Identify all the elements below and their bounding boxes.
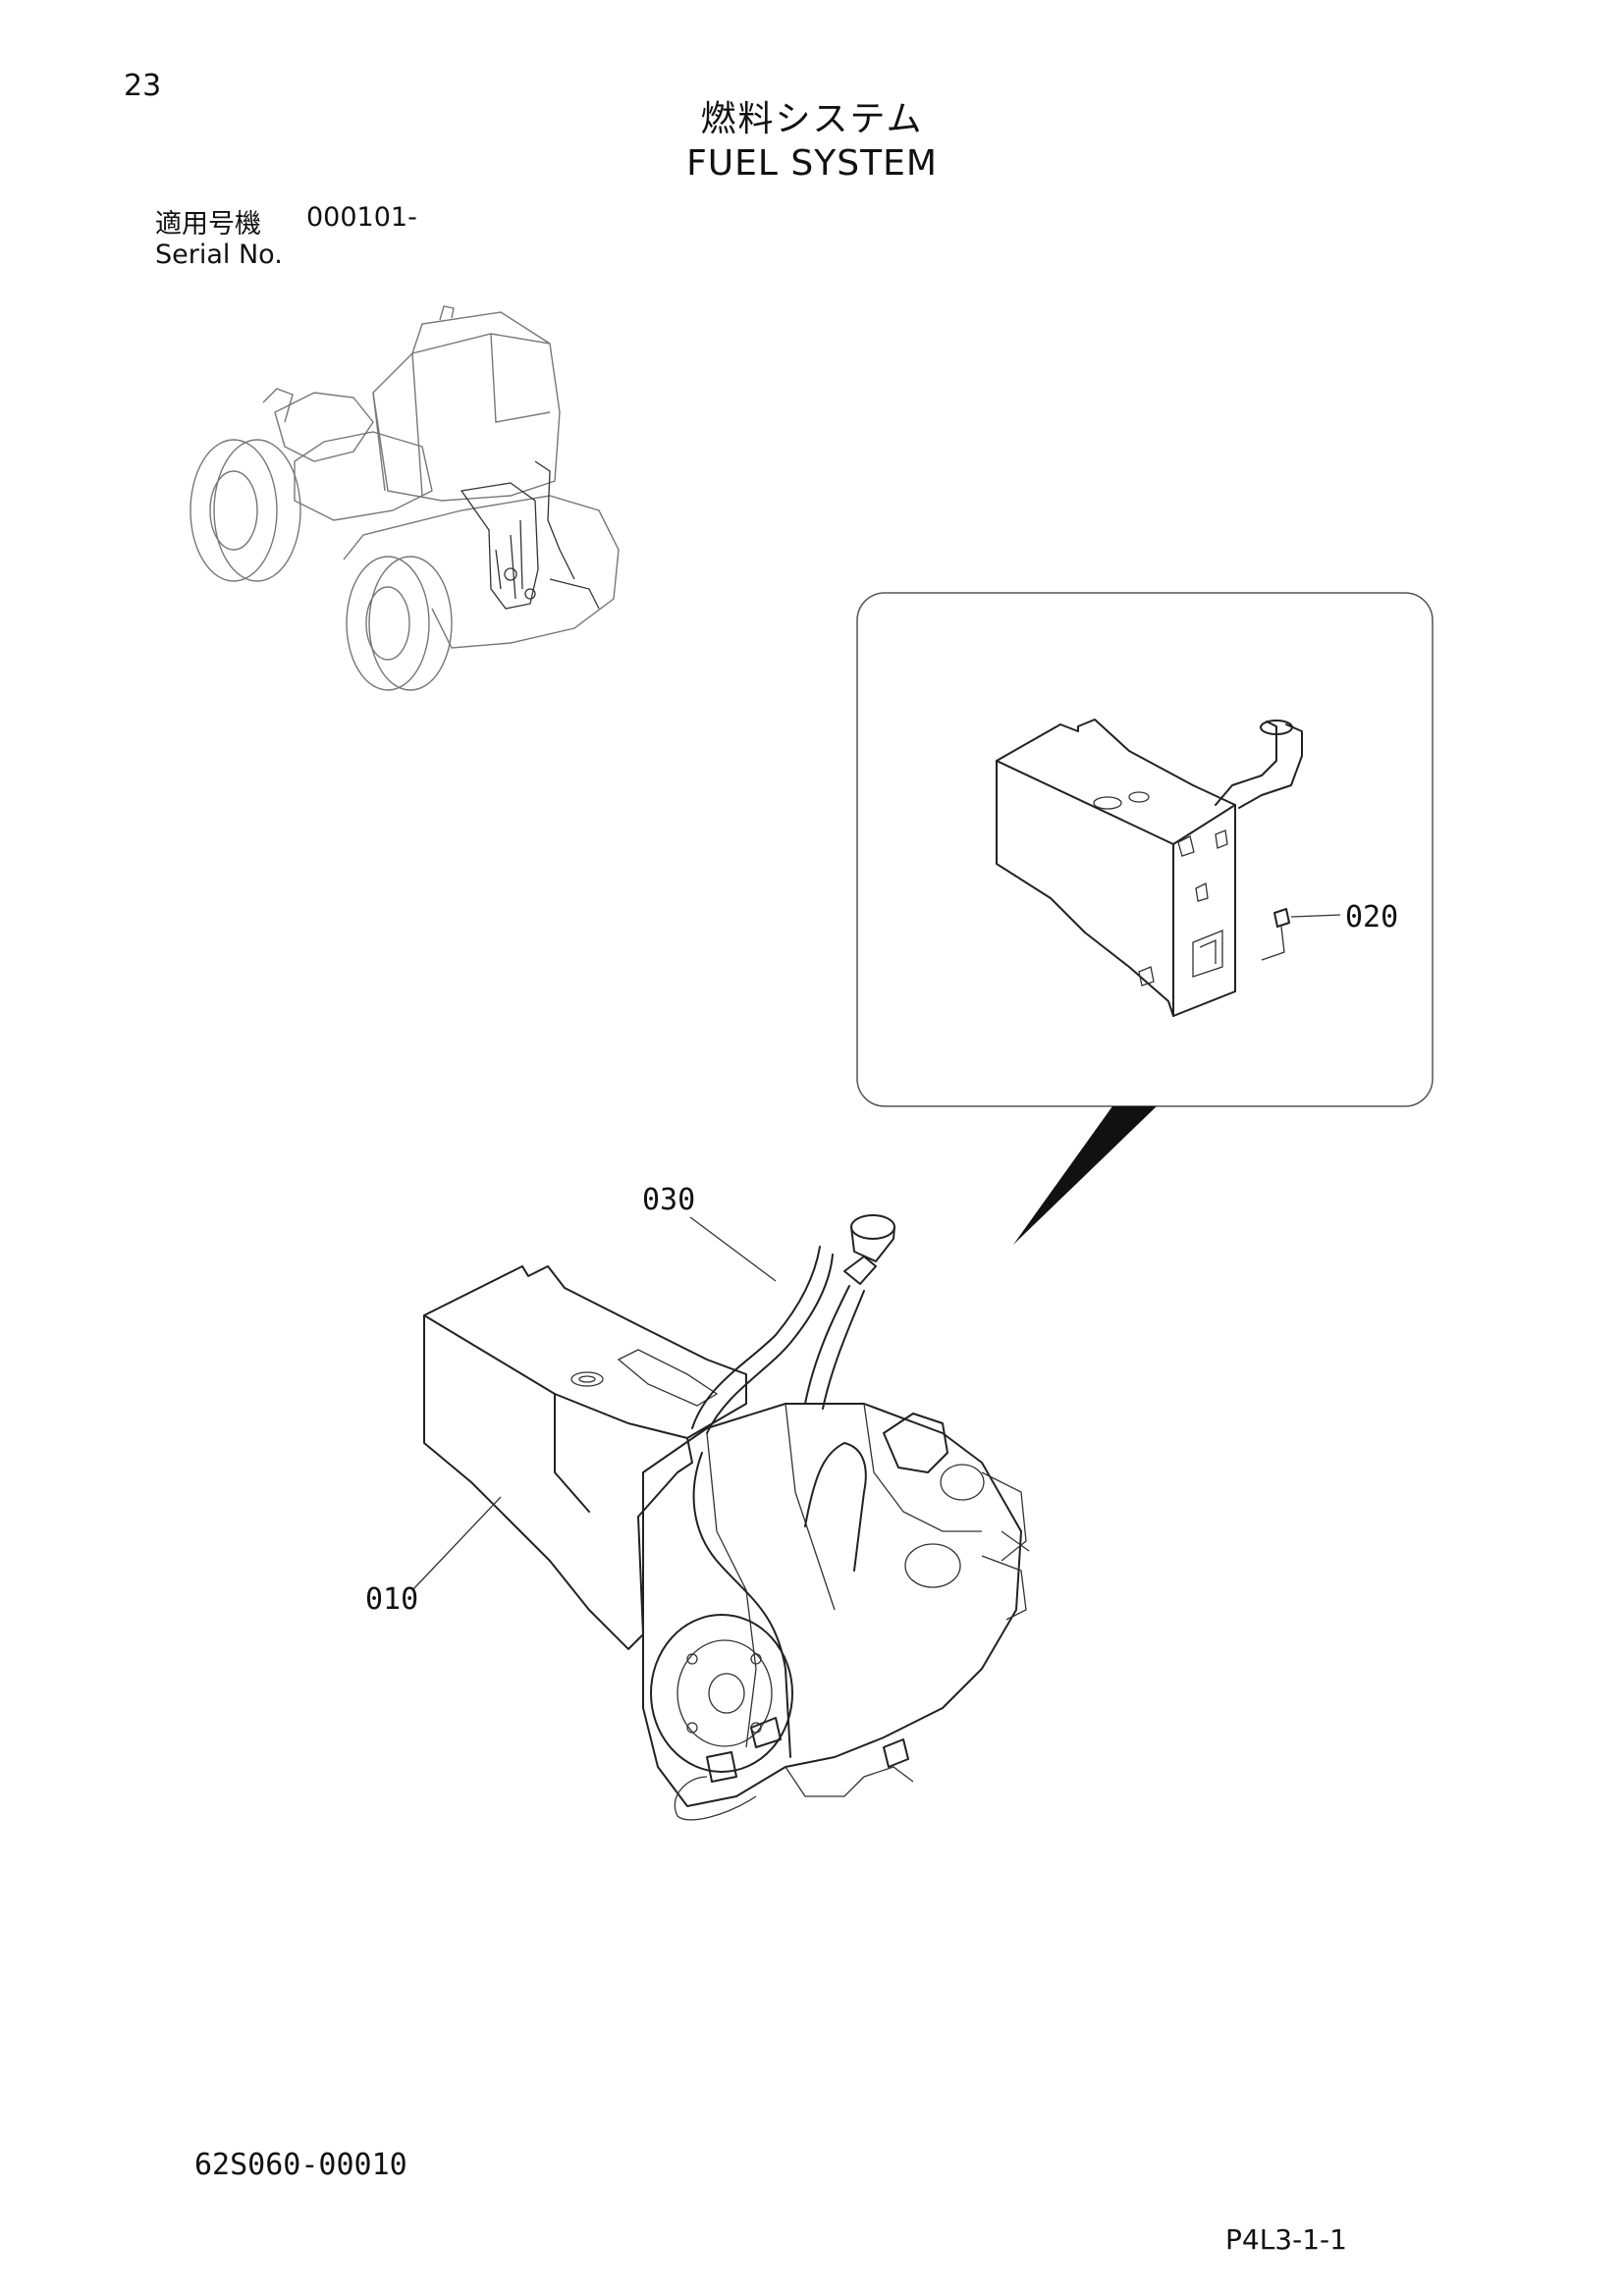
page-title: FUEL SYSTEM bbox=[686, 143, 938, 184]
engine-fuel-tank-illustration bbox=[411, 1214, 1030, 1821]
page-code: P4L3-1-1 bbox=[1225, 2223, 1347, 2256]
machine-overview-illustration bbox=[189, 305, 620, 691]
fuel-tank-detail-illustration bbox=[856, 592, 1434, 1107]
serial-number-value: 000101- bbox=[306, 202, 417, 233]
page-number: 23 bbox=[124, 69, 162, 103]
serial-label: Serial No. bbox=[155, 240, 283, 270]
drawing-code: 62S060-00010 bbox=[194, 2148, 407, 2182]
callout-030: 030 bbox=[642, 1183, 696, 1217]
callout-010: 010 bbox=[365, 1582, 419, 1617]
serial-label-japanese: 適用号機 bbox=[155, 209, 261, 240]
page-title-japanese: 燃料システム bbox=[700, 99, 924, 139]
callout-020: 020 bbox=[1345, 900, 1399, 934]
pointer-triangle bbox=[1013, 1106, 1157, 1245]
